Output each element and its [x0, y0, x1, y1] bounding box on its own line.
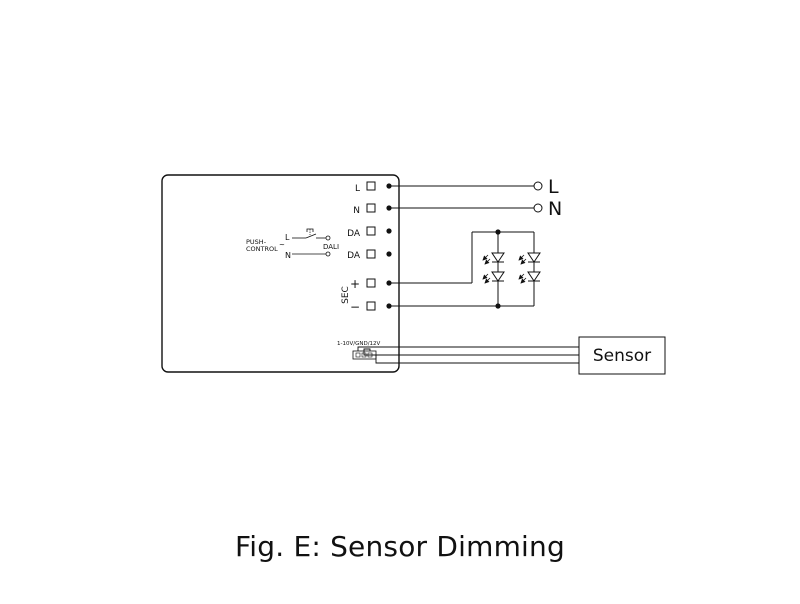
terminal-label-l: L [355, 184, 360, 194]
sec-label: SEC [341, 286, 351, 304]
mains-n-label: N [548, 198, 562, 220]
led-icon [482, 271, 505, 284]
sensor-label: Sensor [593, 346, 651, 366]
tilde-label: ~ [279, 241, 285, 249]
terminal-square-da2 [366, 249, 376, 259]
push-control-label-2: CONTROL [246, 245, 278, 253]
terminal-dot-da2 [386, 251, 392, 257]
sensor-box [578, 336, 666, 375]
switch-n-label: N [285, 251, 291, 260]
junction-dot-top [495, 229, 501, 235]
terminal-label-n: N [353, 206, 360, 216]
switch-contact [305, 233, 317, 239]
figure-caption: Fig. E: Sensor Dimming [235, 530, 565, 563]
led-circuit [389, 229, 541, 309]
mains-l-label: L [548, 176, 559, 198]
sensor-wire-3 [375, 355, 579, 364]
terminal-label-da1: DA [347, 229, 361, 239]
sensor-wire-1 [357, 346, 579, 351]
dimming-connector: 1-10V/GND/12V [337, 341, 579, 364]
driver-box [161, 174, 400, 373]
terminal-square-l [366, 181, 376, 191]
led-icon [482, 252, 505, 265]
dali-label: DALI [323, 243, 339, 251]
terminal-dot-da1 [386, 228, 392, 234]
led-icon [518, 252, 541, 265]
terminal-dots [386, 183, 392, 309]
terminal-square-minus [366, 301, 376, 311]
mains-n-terminal [533, 203, 543, 213]
connector-label: 1-10V/GND/12V [337, 341, 381, 347]
junction-dot-bottom [495, 303, 501, 309]
terminal-label-da2: DA [347, 251, 361, 261]
terminal-blocks [366, 181, 376, 311]
terminal-square-n [366, 203, 376, 213]
push-control-label-1: PUSH- [246, 238, 267, 246]
switch-l-label: L [285, 233, 290, 242]
mains-l-terminal [533, 181, 543, 191]
terminal-square-da1 [366, 226, 376, 236]
push-control-block: PUSH- CONTROL ~ L N DALI [246, 228, 339, 260]
sensor-wire-2 [363, 348, 579, 356]
terminal-label-minus: − [350, 300, 360, 314]
led-icon [518, 271, 541, 284]
terminal-label-plus: + [350, 277, 360, 291]
terminal-square-plus [366, 278, 376, 288]
